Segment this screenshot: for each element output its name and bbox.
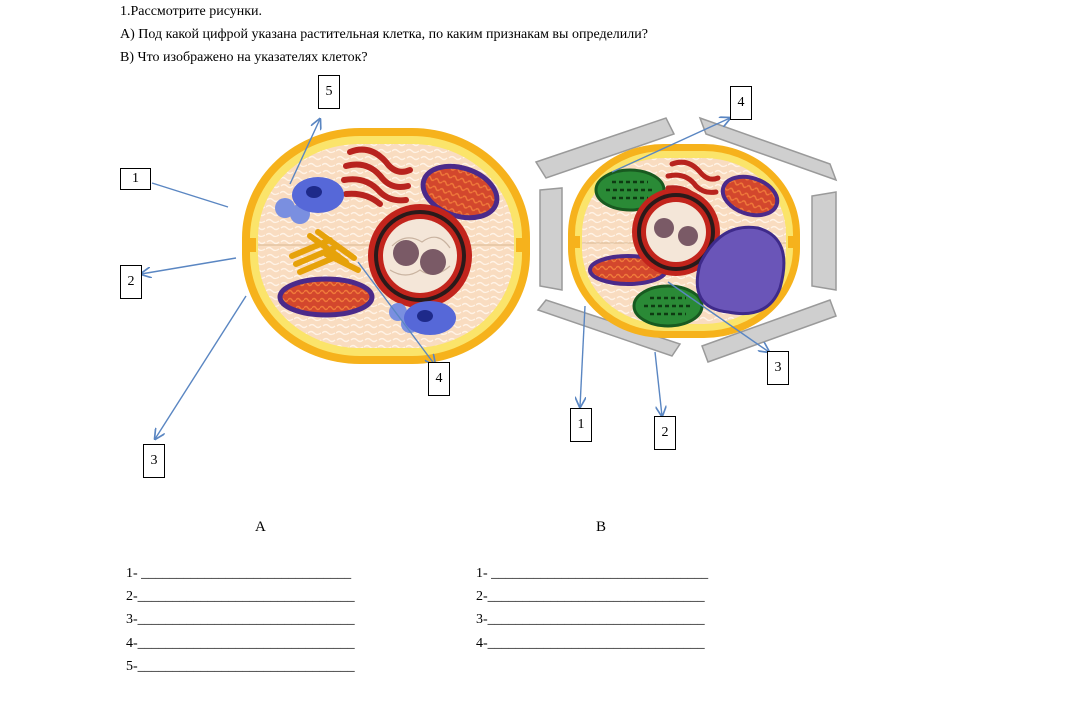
column-title-b: В	[596, 519, 607, 535]
mitochondrion-icon	[720, 174, 780, 218]
mitochondrion-icon	[420, 163, 500, 221]
answer-line-b-3[interactable]: 3-_______________________________	[476, 612, 705, 627]
vacuole-icon	[695, 225, 786, 316]
marker-a-5: 5	[318, 75, 340, 109]
marker-b-2: 2	[654, 416, 676, 450]
answer-line-a-4[interactable]: 4-_______________________________	[126, 636, 355, 651]
chloroplast-icon	[632, 284, 704, 328]
marker-a-3: 3	[143, 444, 165, 478]
marker-a-4: 4	[428, 362, 450, 396]
marker-a-1: 1	[120, 168, 151, 190]
answer-line-a-1[interactable]: 1- ______________________________	[126, 566, 352, 581]
answer-line-b-2[interactable]: 2-_______________________________	[476, 589, 705, 604]
answer-line-b-1[interactable]: 1- _______________________________	[476, 566, 709, 581]
answer-line-a-3[interactable]: 3-_______________________________	[126, 612, 355, 627]
question-a: А) Под какой цифрой указана растительная…	[120, 27, 648, 42]
marker-b-1: 1	[570, 408, 592, 442]
nucleus-icon	[632, 188, 720, 276]
cell-wall-icon	[534, 116, 838, 363]
cell-b	[534, 116, 838, 363]
nucleus-icon	[368, 204, 472, 308]
marker-a-2: 2	[120, 265, 142, 299]
question-1: 1.Рассмотрите рисунки.	[120, 4, 263, 19]
marker-b-3: 3	[767, 351, 789, 385]
column-title-a: А	[255, 519, 266, 535]
lysosome-icon	[275, 177, 344, 224]
mitochondrion-icon	[277, 276, 375, 318]
cell-a	[242, 128, 530, 364]
answer-line-a-5[interactable]: 5-_______________________________	[126, 659, 355, 674]
centriole-icon	[289, 229, 361, 275]
answer-line-b-4[interactable]: 4-_______________________________	[476, 636, 705, 651]
golgi-icon	[341, 146, 413, 207]
question-b: В) Что изображено на указателях клеток?	[120, 50, 368, 65]
lysosome-icon	[389, 301, 456, 335]
marker-b-4: 4	[730, 86, 752, 120]
answer-line-a-2[interactable]: 2-_______________________________	[126, 589, 355, 604]
pointer-arrows	[141, 118, 769, 439]
